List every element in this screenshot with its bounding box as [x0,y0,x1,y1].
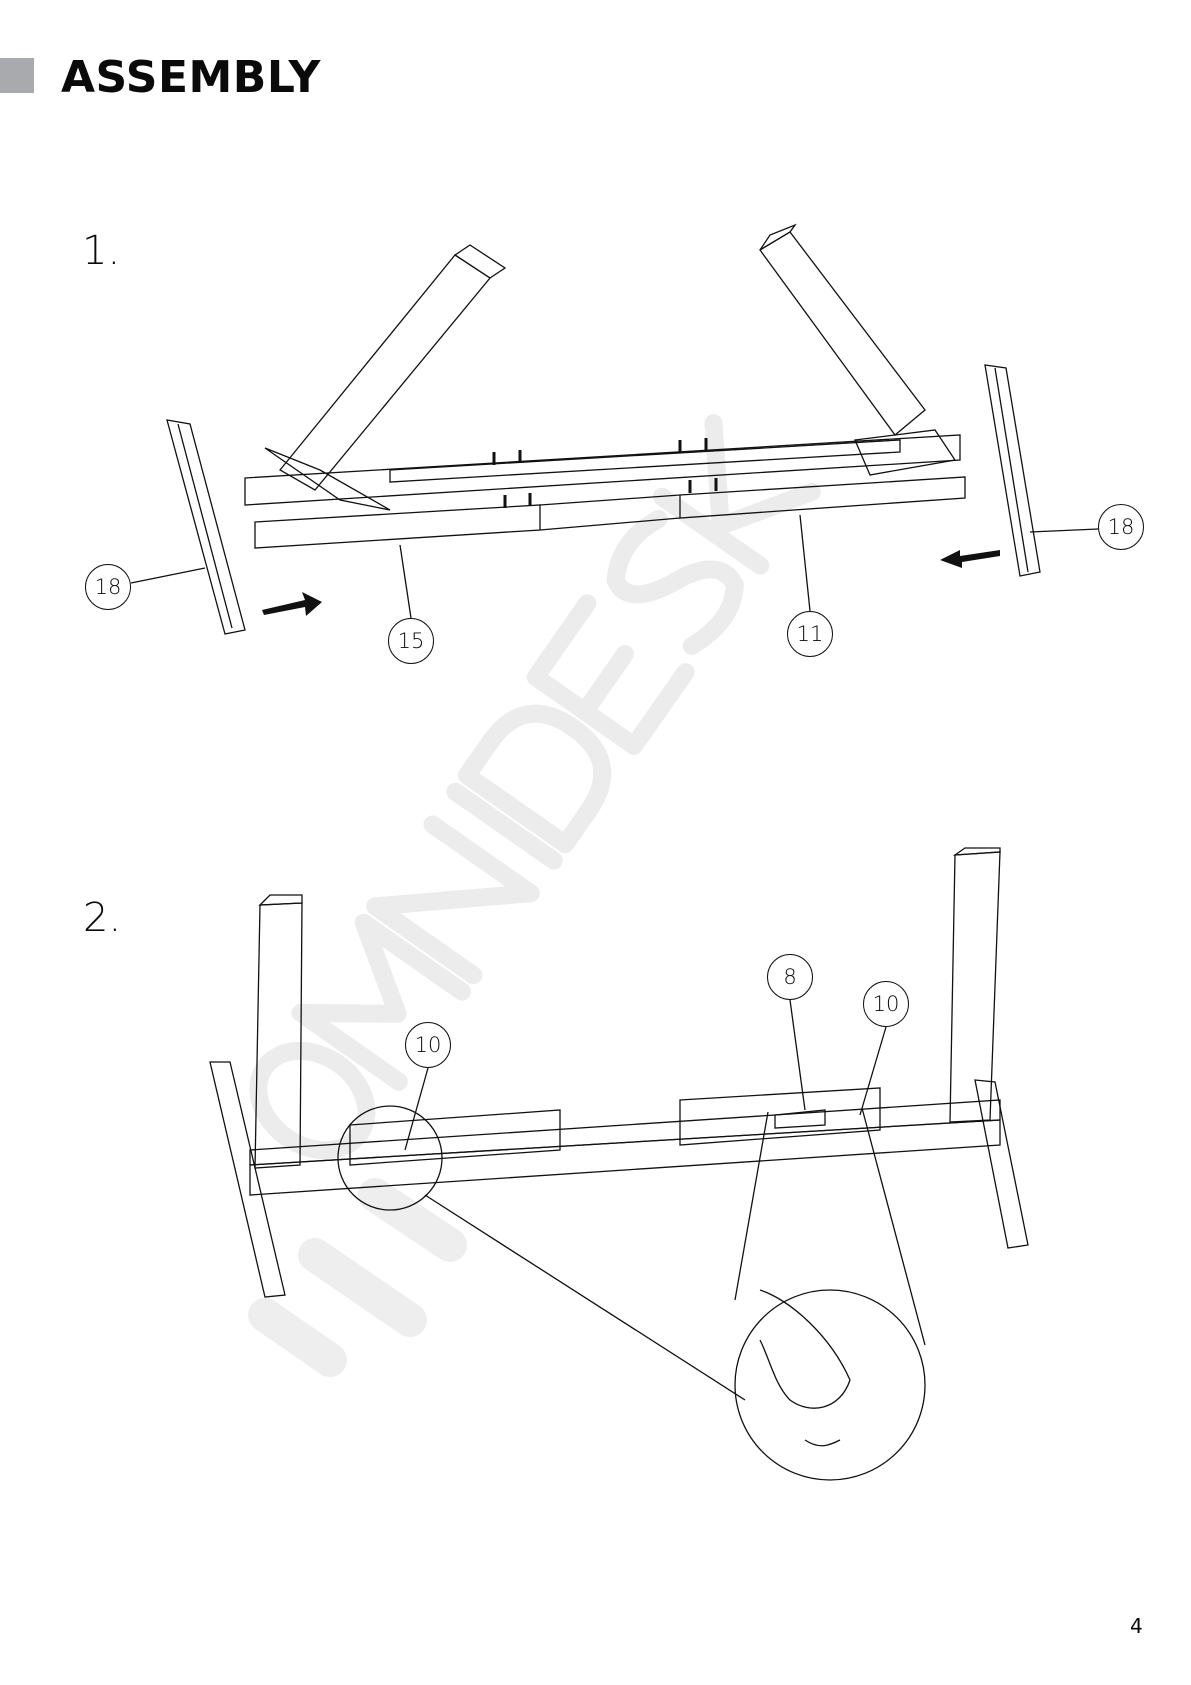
step1-drawing [130,223,1099,635]
watermark-logo [249,414,821,1160]
callout-part-10: 10 [405,1022,451,1068]
callout-part-15: 15 [388,618,434,664]
callout-part-10: 10 [863,981,909,1027]
arrow-right-icon [262,592,322,616]
step-1-label: 1. [82,228,121,274]
callout-part-8: 8 [767,954,813,1000]
page-number: 4 [1130,1614,1143,1638]
section-marker [0,58,34,93]
page-title: ASSEMBLY [61,52,321,103]
callout-part-11: 11 [787,611,833,657]
callout-part-18: 18 [85,564,131,610]
arrow-left-icon [940,550,1000,568]
step2-drawing [209,847,1029,1481]
callout-part-18: 18 [1098,504,1144,550]
watermark-bars [248,1178,467,1377]
step-2-label: 2. [83,895,122,941]
